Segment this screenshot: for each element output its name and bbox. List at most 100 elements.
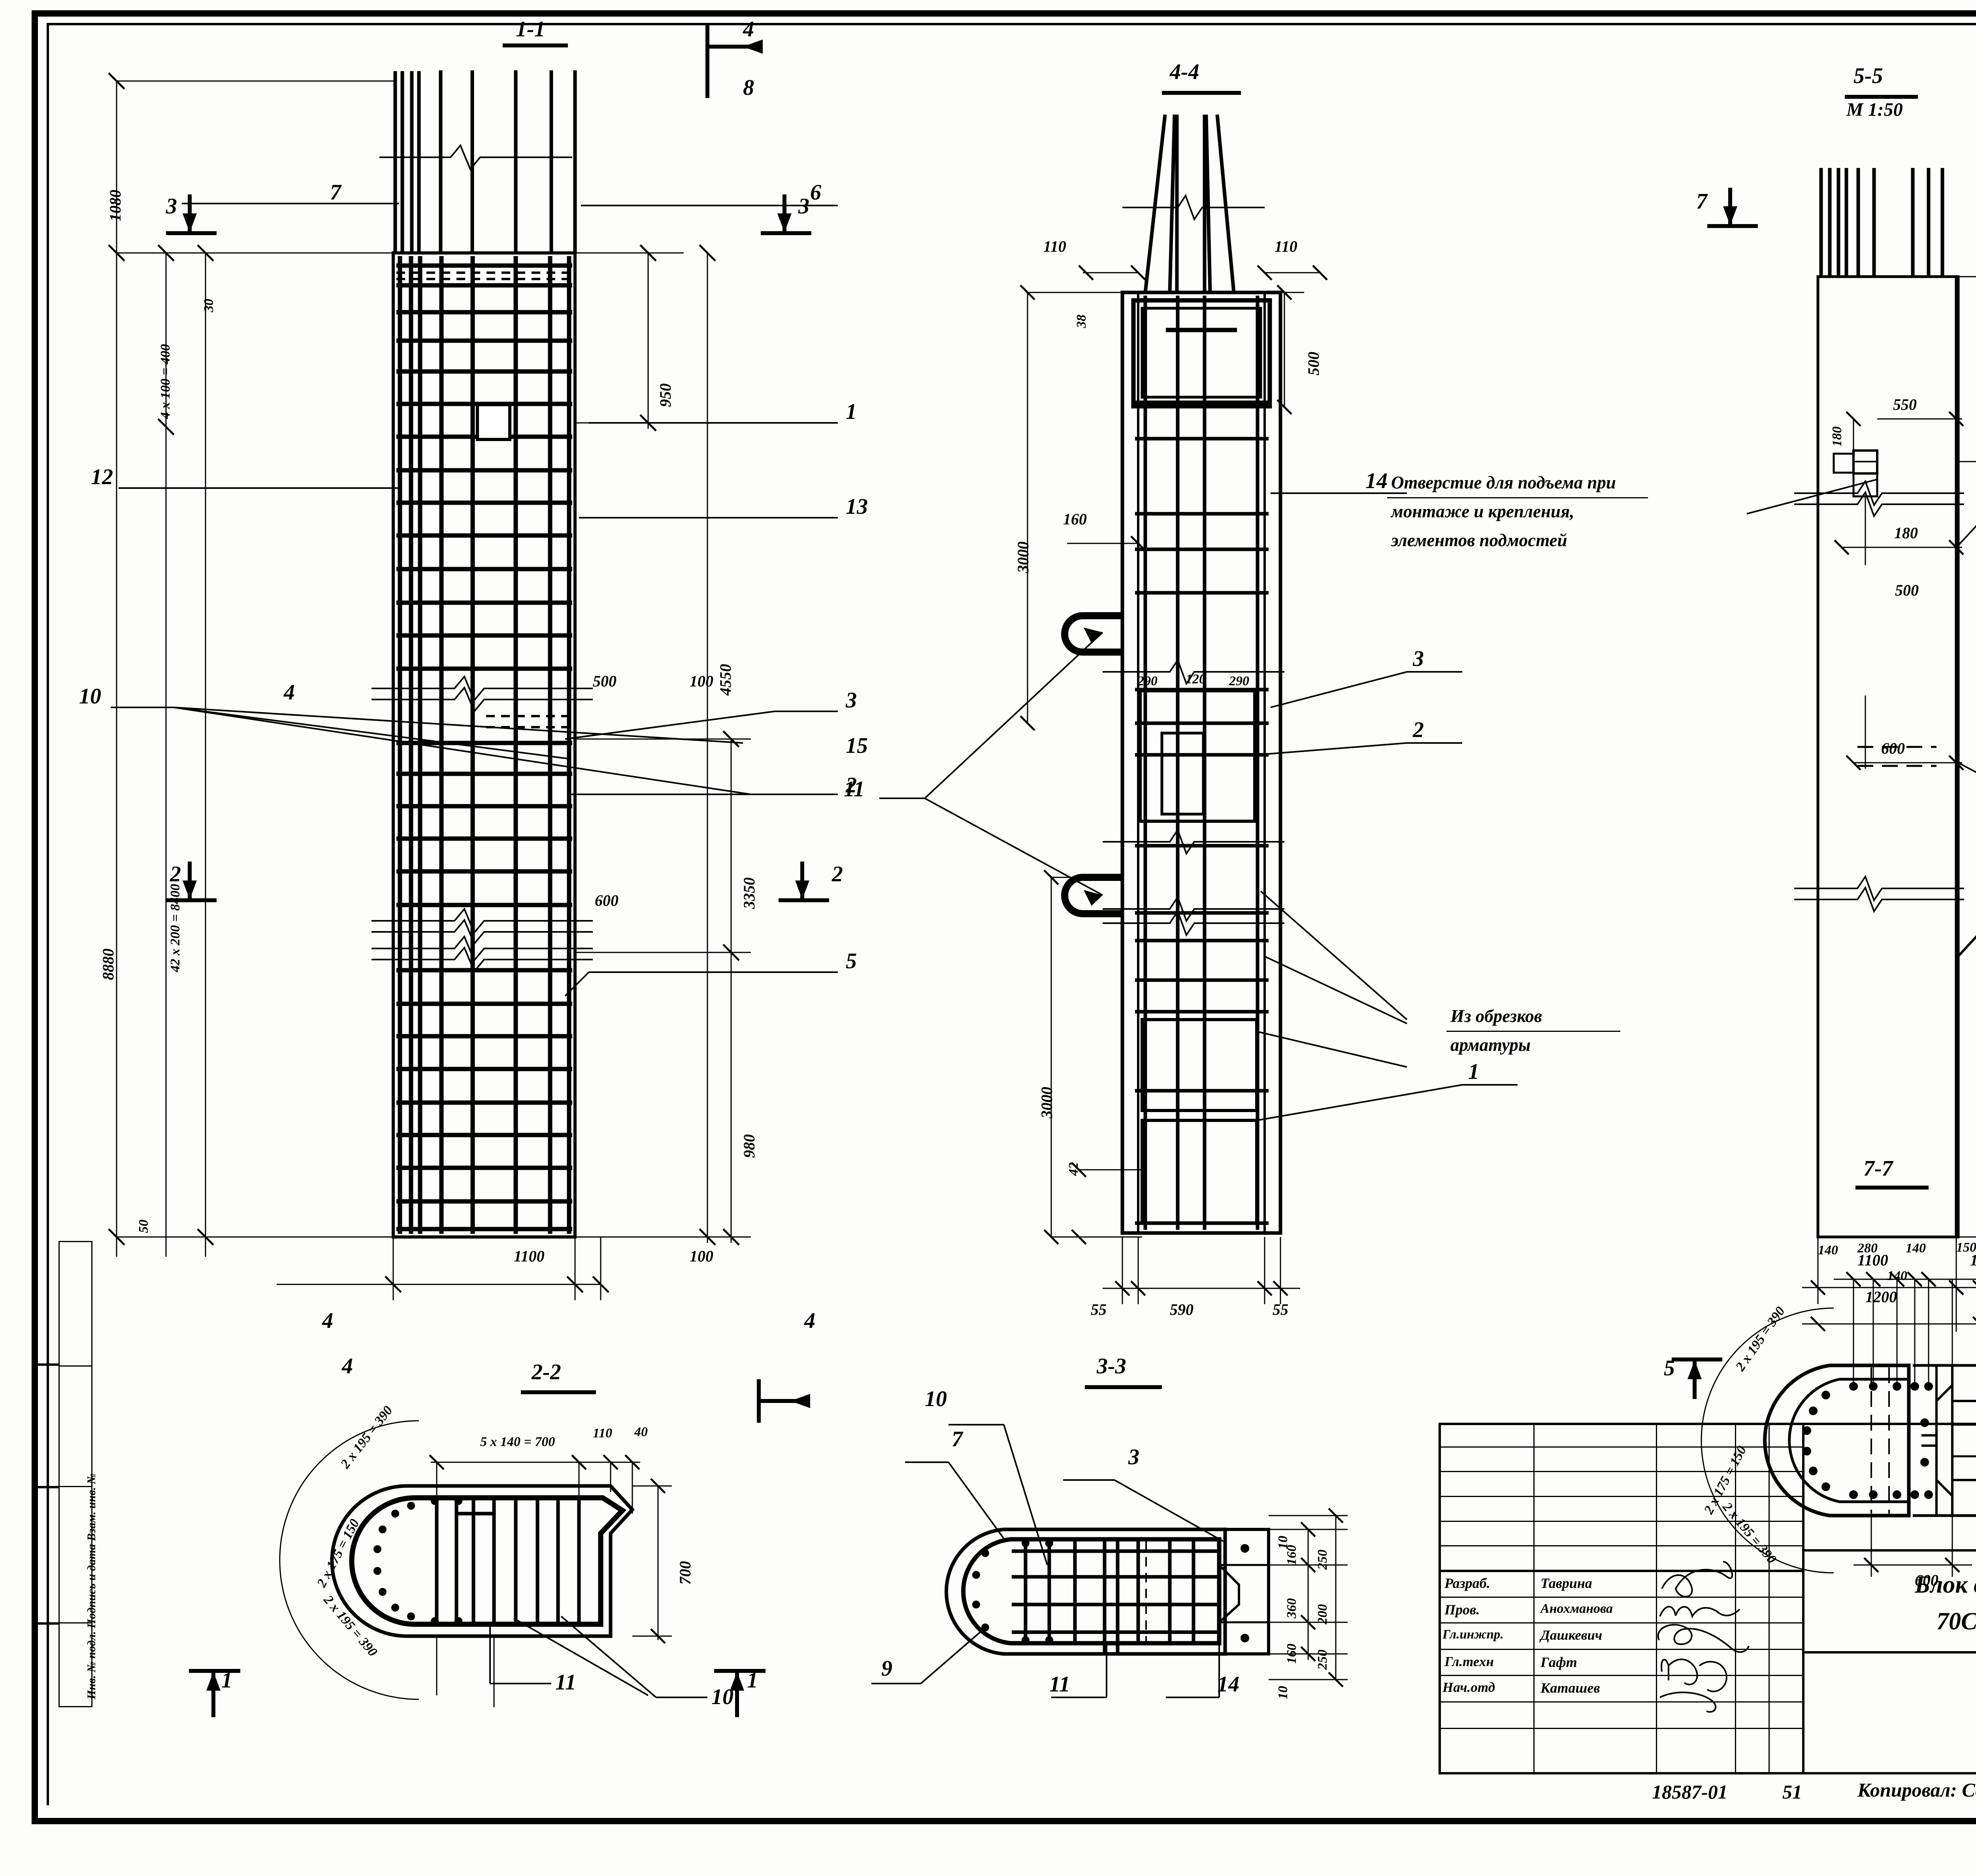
callout-7-33: 7 — [952, 1427, 963, 1452]
dim-140a-77: 140 — [1818, 1243, 1838, 1258]
dim-590-44: 590 — [1170, 1301, 1194, 1318]
tb-role-0: Разраб. — [1444, 1575, 1490, 1591]
dim-1100-main: 1100 — [514, 1247, 545, 1265]
sheet-border-bottom — [32, 1818, 1976, 1824]
callout-11-44: 11 — [844, 777, 865, 801]
callout-14-33: 14 — [1217, 1672, 1239, 1697]
tb-name-0: Таврина — [1540, 1575, 1592, 1591]
view-label-4-4: 4-4 — [1170, 60, 1199, 84]
dim-600-77: 600 — [1915, 1571, 1938, 1589]
tb-row-7 — [1439, 1597, 1802, 1598]
sec-mark-1-left-22: 1 — [221, 1668, 232, 1693]
sec-mark-3-left: 3 — [166, 194, 177, 219]
dim-55b-44: 55 — [1273, 1301, 1288, 1318]
note-hole-line1: Отверстие для подъема при — [1391, 473, 1616, 492]
left-margin-div1 — [58, 1365, 92, 1367]
left-margin-div2 — [58, 1486, 92, 1487]
tb-name-2: Дашкевич — [1540, 1627, 1603, 1643]
title-block — [1439, 1423, 1976, 1774]
tb-name-4: Каташев — [1540, 1680, 1600, 1696]
callout-6-main: 6 — [810, 180, 821, 205]
dim-5x140-22: 5 x 140 = 700 — [480, 1435, 555, 1449]
view-label-7-7: 7-7 — [1863, 1156, 1893, 1181]
callout-12-main: 12 — [91, 465, 113, 489]
view-label-4-4-underline — [1162, 91, 1241, 95]
sec-mark-4-botright: 4 — [804, 1308, 815, 1333]
note-offcuts-line2: арматуры — [1450, 1035, 1531, 1055]
sec-mark-5-left-55: 5 — [1664, 1356, 1675, 1380]
callout-9-33: 9 — [881, 1656, 892, 1681]
left-margin-strip — [58, 1241, 92, 1707]
tb-code-divider — [1802, 1549, 1976, 1552]
dim-280-77: 280 — [1857, 1241, 1878, 1256]
view-scale-5-5: М 1:50 — [1846, 99, 1903, 120]
sec-mark-4-22: 4 — [342, 1354, 353, 1378]
tb-title-bottom — [1802, 1651, 1976, 1654]
tb-role-4: Нач.отд — [1442, 1680, 1495, 1695]
callout-11-22: 11 — [555, 1670, 576, 1695]
dim-500-55: 500 — [1895, 581, 1919, 599]
view-label-2-2: 2-2 — [532, 1360, 561, 1384]
view-label-5-5: 5-5 — [1853, 64, 1883, 88]
tb-row-10 — [1439, 1675, 1802, 1676]
tb-role-2: Гл.инжпр. — [1442, 1627, 1504, 1642]
view-label-1-1-underline — [503, 43, 568, 47]
tb-col-2 — [1656, 1423, 1657, 1774]
left-margin-div3 — [58, 1622, 92, 1623]
dim-550-55: 550 — [1893, 396, 1917, 413]
sec-mark-2-right: 2 — [832, 862, 843, 886]
callout-10-main: 10 — [79, 684, 101, 709]
sec-mark-4-top: 4 — [743, 17, 754, 41]
dim-160-44: 160 — [1063, 510, 1087, 528]
tb-row-11 — [1439, 1701, 1802, 1703]
callout-10-22: 10 — [711, 1685, 733, 1709]
tb-row-1 — [1439, 1446, 1802, 1448]
view-label-1-1: 1-1 — [516, 17, 545, 41]
title-line-2: 70СКП-9 — [1936, 1608, 1976, 1635]
callout-3-33: 3 — [1128, 1445, 1139, 1469]
note-hole-line3: элементов подмостей — [1391, 530, 1567, 550]
dim-150-77: 150 — [1956, 1240, 1976, 1255]
view-label-3-3: 3-3 — [1097, 1354, 1126, 1378]
dim-290b-44: 290 — [1229, 674, 1249, 688]
tb-row-6 — [1439, 1570, 1802, 1572]
dim-180b-55: 180 — [1894, 524, 1918, 542]
sec-mark-7-left-55: 7 — [1696, 189, 1707, 214]
callout-3-44: 3 — [1413, 647, 1424, 671]
dim-1100-55: 1100 — [1857, 1251, 1888, 1269]
tb-row-3 — [1439, 1496, 1802, 1497]
dim-100b-55: 100 — [1970, 1251, 1976, 1269]
sheet-inner-frame-top — [47, 23, 1976, 25]
sec-mark-4-botleft: 4 — [322, 1308, 333, 1333]
tb-col-1 — [1533, 1423, 1535, 1774]
sec-mark-1-right-22: 1 — [747, 1668, 758, 1693]
view-label-2-2-underline — [521, 1390, 596, 1394]
note-offcuts-rule — [1446, 1031, 1620, 1032]
dim-140b-77: 140 — [1906, 1241, 1926, 1256]
view-label-7-7-underline — [1855, 1186, 1929, 1190]
tb-role-1: Пров. — [1444, 1602, 1480, 1618]
tb-row-4 — [1439, 1521, 1802, 1522]
callout-11-33: 11 — [1049, 1672, 1070, 1697]
dim-110-right-44: 110 — [1275, 238, 1297, 255]
tb-col-3 — [1735, 1423, 1736, 1774]
callout-2-44: 2 — [1413, 718, 1424, 742]
callout-13-main: 13 — [846, 494, 868, 519]
callout-2-rightmain: 2 — [846, 773, 857, 798]
dim-1200-55: 1200 — [1865, 1288, 1897, 1306]
dim-55a-44: 55 — [1091, 1301, 1107, 1318]
callout-3-rightmid: 3 — [846, 688, 857, 713]
sheet-inner-frame-left — [47, 23, 49, 1805]
tb-name-1: Анохманова — [1540, 1601, 1613, 1616]
dim-100-main-top: 100 — [690, 672, 713, 690]
left-tick-2 — [32, 1486, 59, 1488]
tb-row-12 — [1439, 1728, 1802, 1729]
dim-500-main: 500 — [593, 672, 617, 690]
dim-140c-77: 140 — [1887, 1269, 1907, 1283]
dim-600-55: 600 — [1881, 739, 1905, 757]
